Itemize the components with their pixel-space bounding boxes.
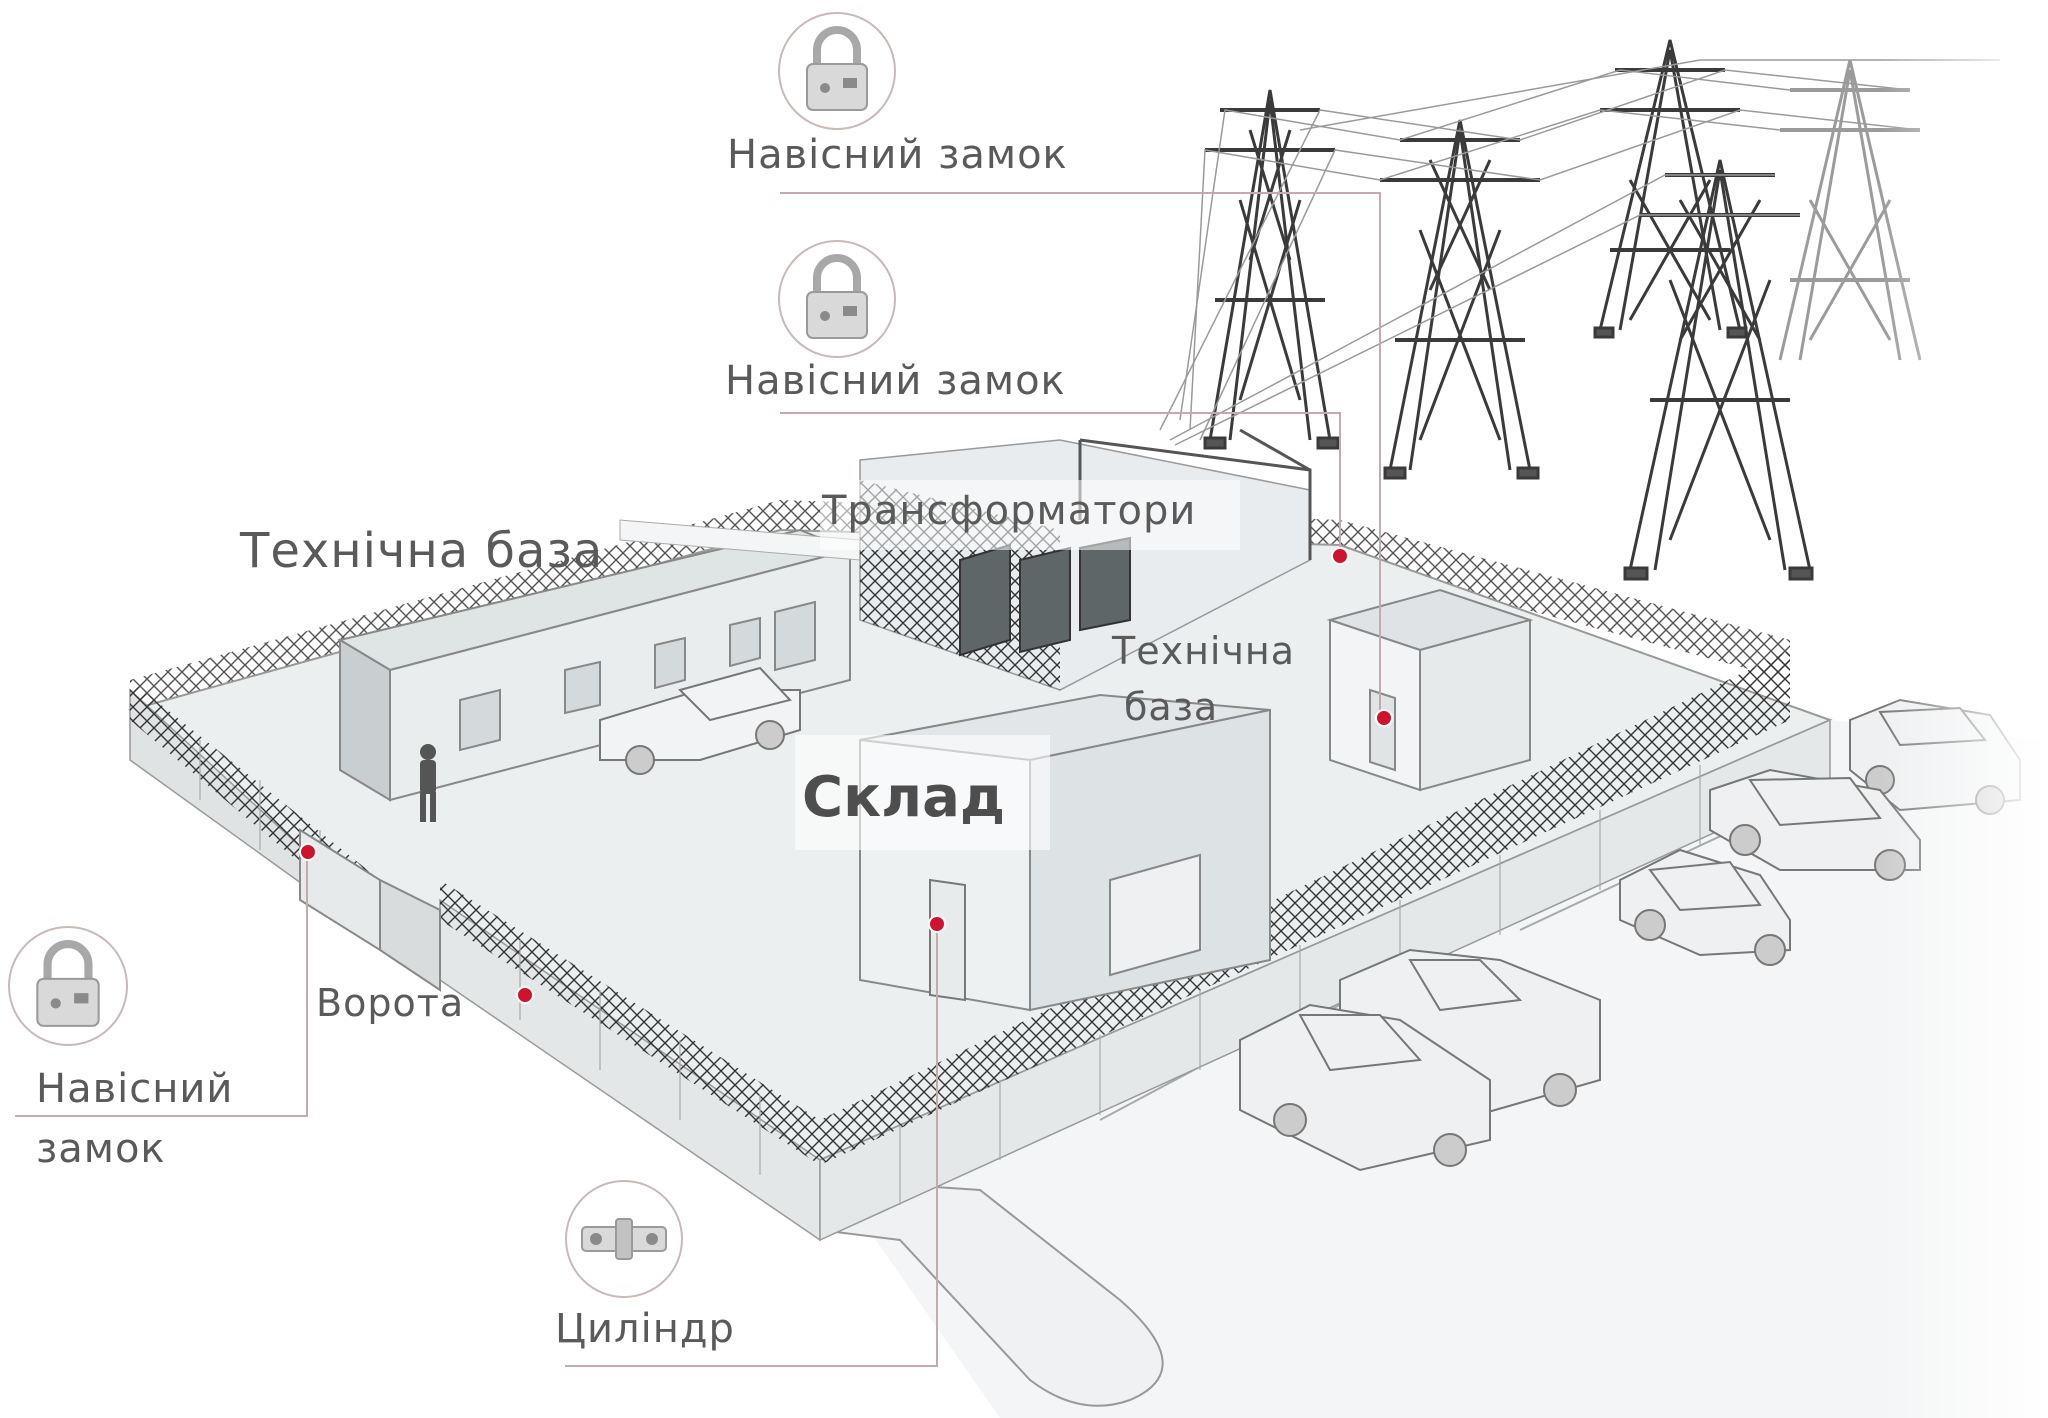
marker-gate-left: [299, 843, 317, 861]
tower: [1203, 89, 1340, 450]
leader-line-lock-mid: [780, 412, 1341, 555]
rear-fence: [130, 500, 1790, 720]
car: [1239, 1003, 1491, 1172]
car: [1709, 768, 1921, 881]
padlock-icon: [778, 240, 896, 358]
warehouse-label-bg: [795, 735, 1050, 850]
label-warehouse: Склад: [802, 765, 1006, 830]
padlock-icon: [778, 12, 896, 130]
label-padlock-left-line1: Навісний: [36, 1066, 234, 1112]
marker-small-base-door: [1375, 709, 1393, 727]
label-technical-base: Технічна база: [240, 523, 604, 579]
tower: [1380, 119, 1540, 480]
lock-markers: [299, 547, 1393, 1004]
label-padlock-mid: Навісний замок: [725, 358, 1066, 404]
transformer: [959, 536, 1131, 657]
label-technical-base-right-line1: Технічна: [1112, 629, 1296, 673]
leader-lines: [15, 192, 1381, 1367]
label-transformers: Трансформатори: [822, 488, 1197, 534]
power-lines: [1159, 59, 2000, 446]
label-cylinder: Циліндр: [555, 1306, 735, 1352]
label-technical-base-right-line2: база: [1124, 685, 1219, 729]
marker-warehouse-door: [928, 915, 946, 933]
cylinder-lock-icon: [565, 1180, 683, 1298]
gate: [299, 828, 441, 992]
leader-line-cylinder: [565, 925, 938, 1367]
leader-line-lock-left: [15, 850, 308, 1117]
label-padlock-left-line2: замок: [36, 1126, 166, 1172]
label-gate: Ворота: [316, 981, 465, 1025]
leader-line-lock-top: [780, 192, 1381, 720]
pickup-truck: [599, 666, 801, 775]
label-padlock-top: Навісний замок: [727, 132, 1068, 178]
technical-base-building: [337, 519, 861, 802]
small-technical-base: [1326, 588, 1534, 792]
car: [1619, 848, 1791, 966]
power-towers: [1159, 39, 2000, 581]
marker-gate-right: [516, 986, 534, 1004]
person: [420, 744, 436, 822]
transformer-label-bg: [820, 480, 1240, 550]
marker-small-base-padlock: [1331, 547, 1349, 565]
padlock-icon: [8, 926, 128, 1046]
front-fence: [129, 650, 1831, 1242]
